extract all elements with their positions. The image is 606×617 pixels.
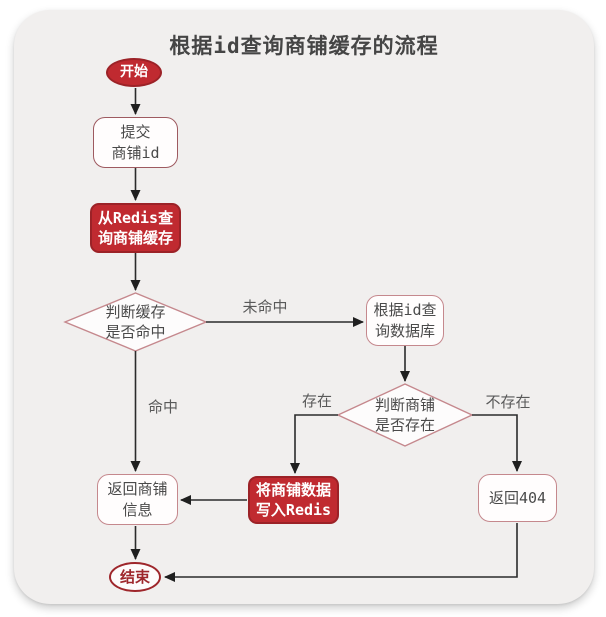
return-404-node: 返回404 <box>478 474 557 522</box>
edge-label-hit: 命中 <box>147 398 178 416</box>
edge-label-exists: 存在 <box>301 392 332 410</box>
return-shop-info-node: 返回商铺 信息 <box>97 474 178 525</box>
query-redis-cache-node: 从Redis查 询商铺缓存 <box>90 203 181 253</box>
end-node: 结束 <box>109 562 161 592</box>
submit-shop-id-node: 提交 商铺id <box>93 117 178 168</box>
query-database-node: 根据id查 询数据库 <box>366 295 444 346</box>
page-title: 根据id查询商铺缓存的流程 <box>169 34 439 58</box>
edge-return404-end <box>164 523 518 582</box>
edge-not-exists <box>472 414 522 472</box>
cache-hit-decision-label: 判断缓存 是否命中 <box>105 302 166 341</box>
edge-label-not-exists: 不存在 <box>485 393 531 411</box>
edge-exists <box>290 414 338 474</box>
start-node: 开始 <box>106 58 162 87</box>
write-redis-node: 将商铺数据 写入Redis <box>248 476 339 524</box>
shop-exists-decision-label: 判断商铺 是否存在 <box>374 395 435 434</box>
edge-label-miss: 未命中 <box>242 298 288 316</box>
